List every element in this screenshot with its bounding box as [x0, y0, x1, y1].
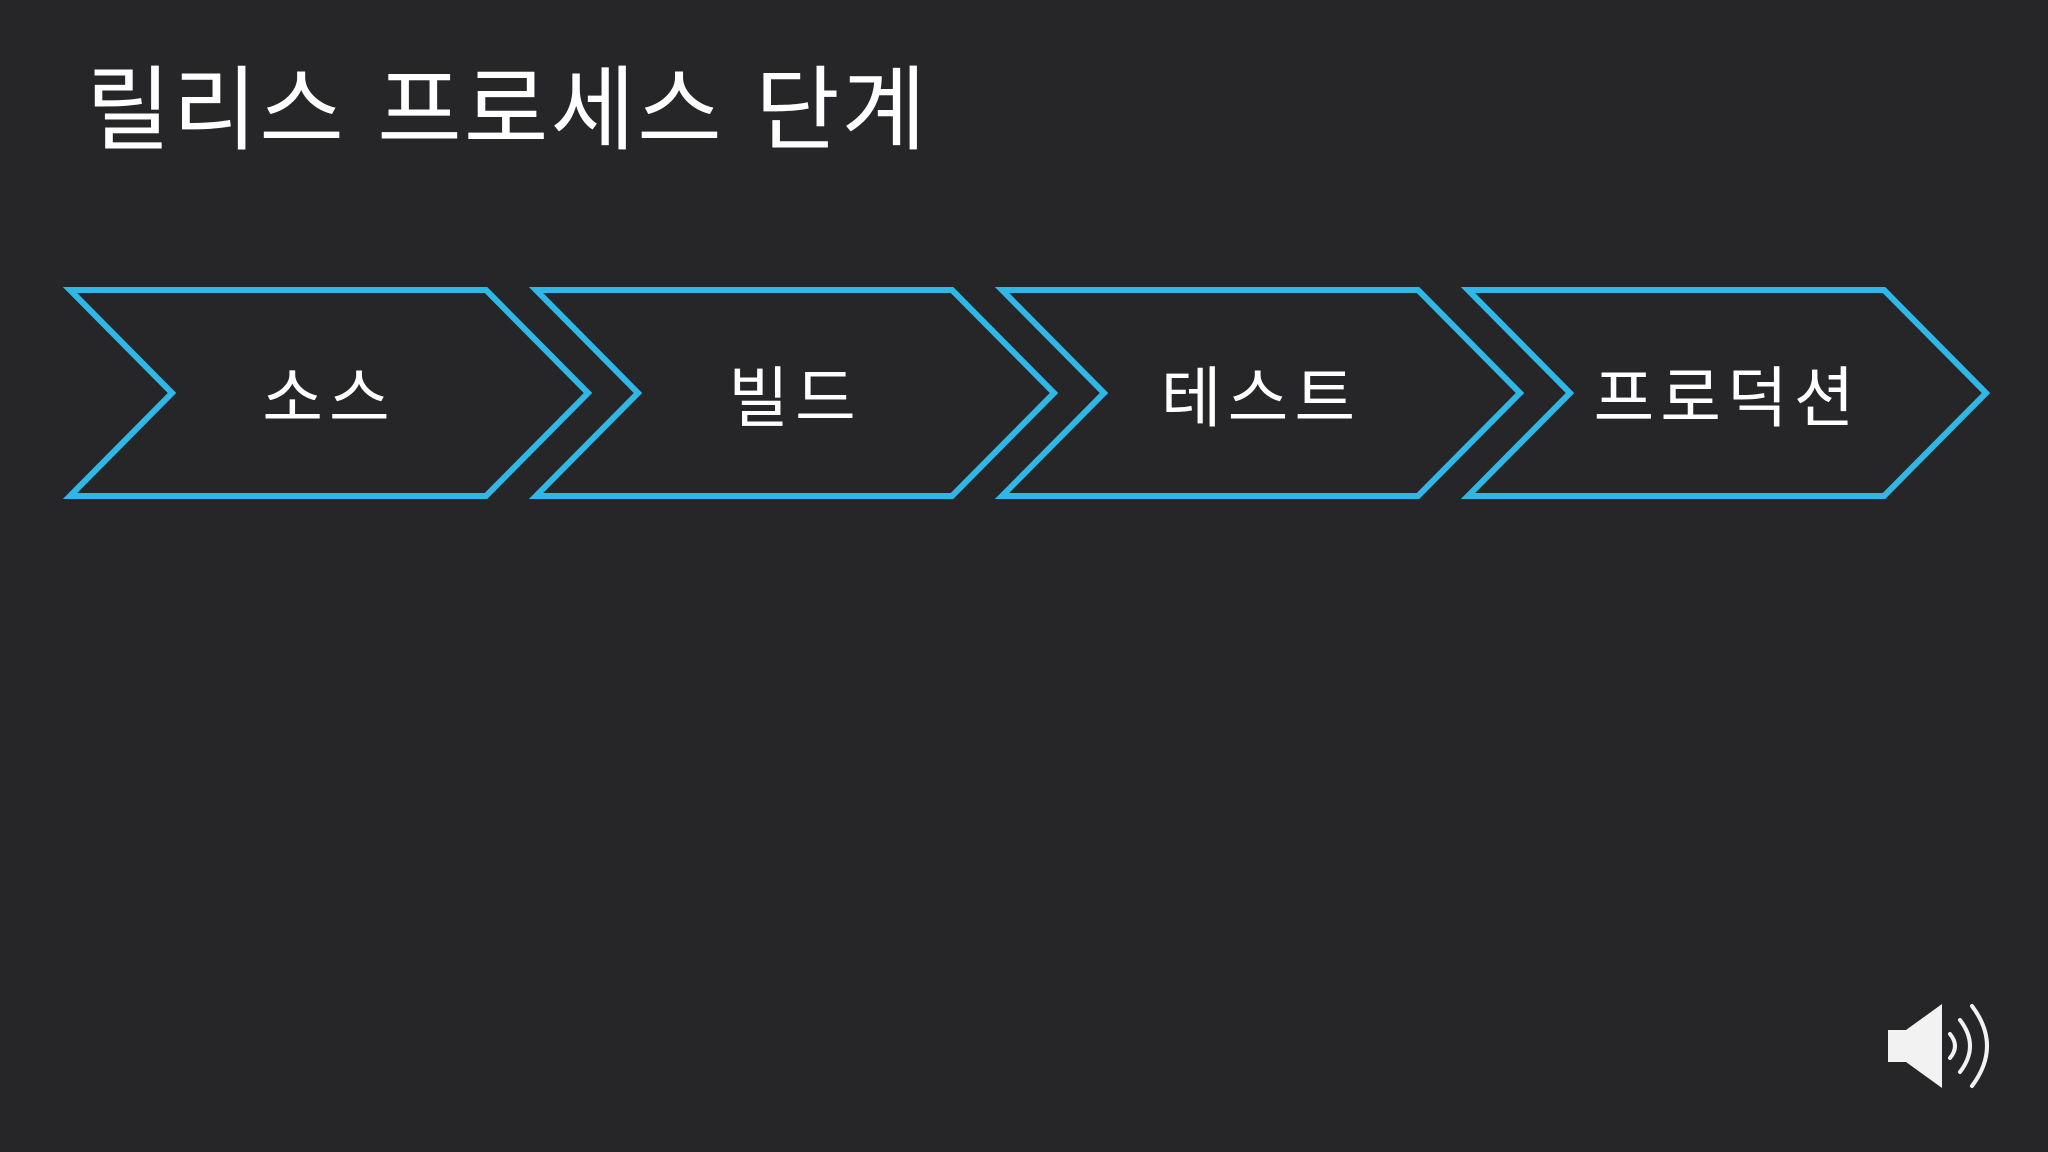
process-stage-test: 테스트 — [994, 286, 1628, 500]
process-stage-label: 프로덕션 — [1593, 360, 1861, 437]
slide-title: 릴리스 프로세스 단계 — [86, 57, 929, 164]
process-stage-label: 테스트 — [1160, 360, 1362, 437]
process-stage-build: 빌드 — [528, 286, 1162, 500]
chevron-shape — [62, 287, 593, 499]
process-stage-source: 소스 — [62, 286, 696, 500]
chevron-shape — [994, 287, 1525, 499]
chevron-shape — [528, 287, 1059, 499]
process-stage-production: 프로덕션 — [1460, 286, 2048, 500]
process-stage-label: 소스 — [262, 360, 396, 437]
chevron-shape — [1460, 287, 1991, 499]
speaker-volume-icon[interactable] — [1882, 996, 2002, 1096]
process-stage-label: 빌드 — [728, 360, 862, 437]
